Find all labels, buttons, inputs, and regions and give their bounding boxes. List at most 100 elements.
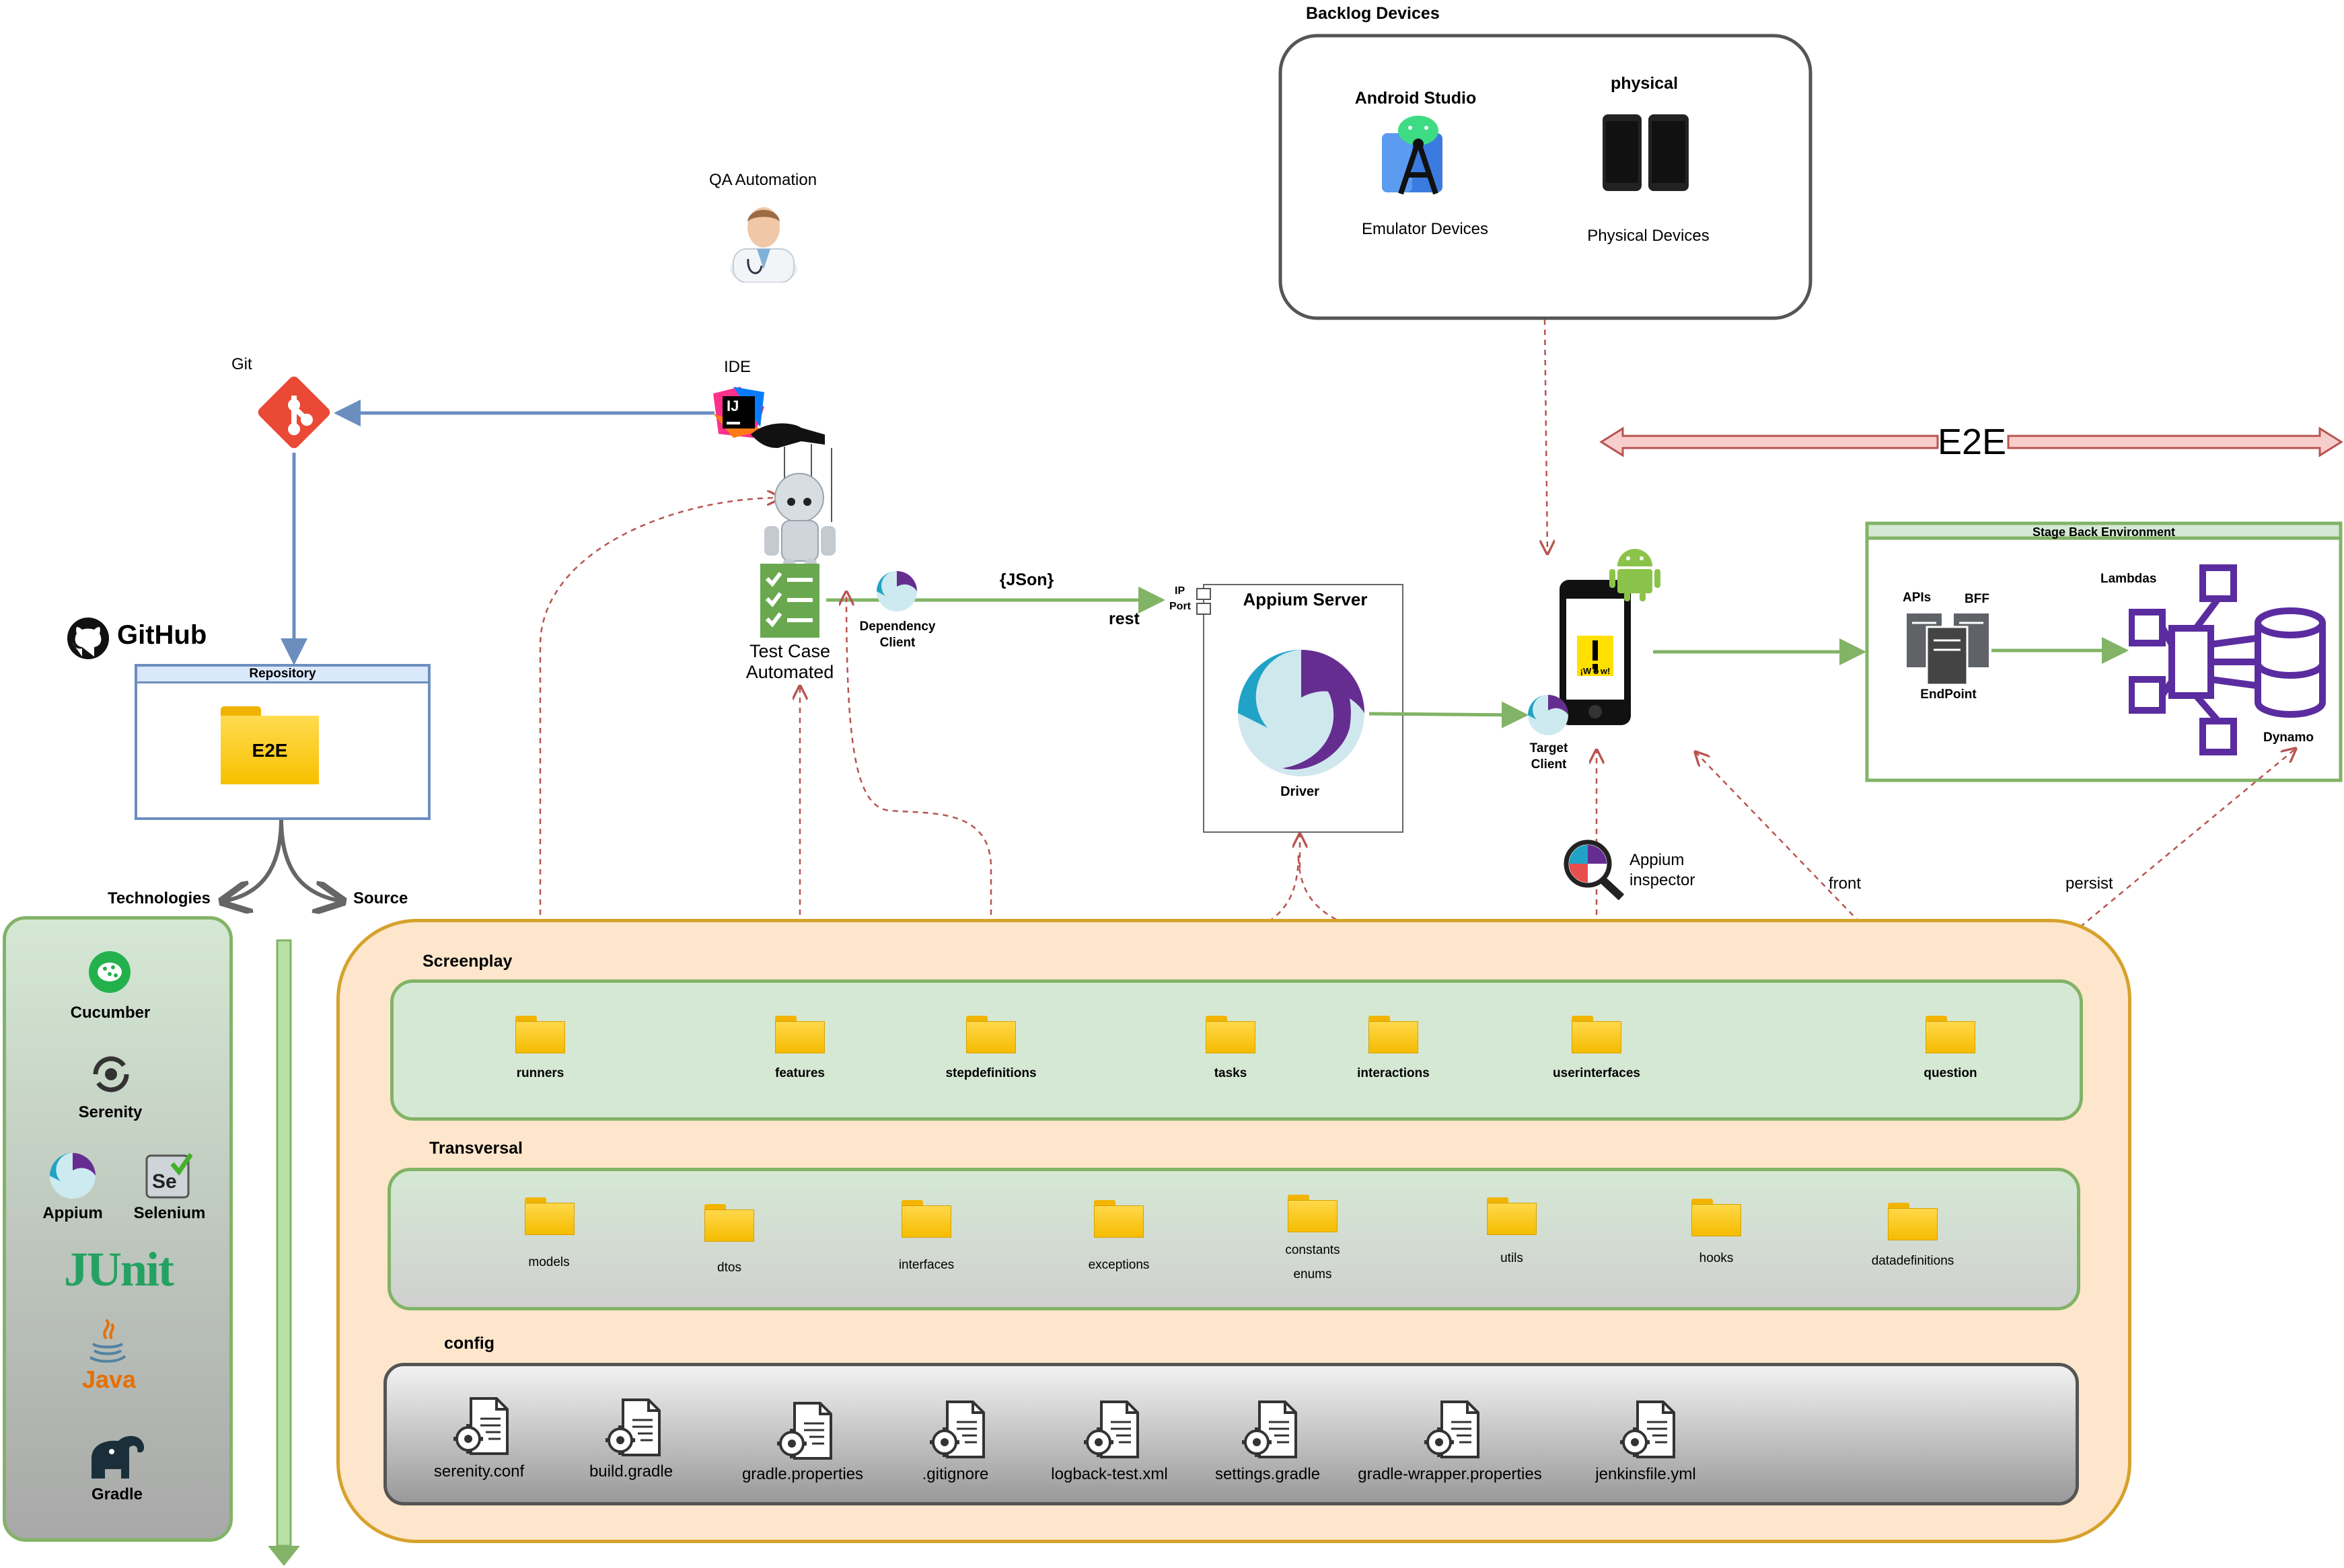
- backlog-devices-title: Backlog Devices: [1306, 4, 1440, 23]
- technology-appium: Appium: [42, 1204, 103, 1222]
- json-label: {JSon}: [999, 570, 1054, 589]
- endpoint-label: EndPoint: [1920, 687, 1977, 702]
- folder-features[interactable]: [775, 1016, 825, 1053]
- repository-title: Repository: [137, 667, 428, 683]
- cucumber-icon: [87, 950, 132, 994]
- config-file-icon[interactable]: [927, 1399, 988, 1460]
- git-label: Git: [231, 355, 252, 373]
- java-icon: [86, 1318, 129, 1363]
- folder-hooks-label: hooks: [1699, 1251, 1734, 1265]
- config-title: config: [444, 1334, 495, 1353]
- ide-label: IDE: [723, 358, 752, 376]
- bff-label: BFF: [1965, 592, 1989, 606]
- dependency-client-icon: [875, 569, 919, 613]
- config-file-icon[interactable]: [451, 1396, 511, 1456]
- appium-server-title: Appium Server: [1243, 589, 1368, 609]
- folder-userinterfaces-label: userinterfaces: [1553, 1066, 1640, 1080]
- folder-question[interactable]: [1926, 1016, 1975, 1053]
- folder-tasks[interactable]: [1206, 1016, 1255, 1053]
- config-file-icon[interactable]: [603, 1397, 663, 1458]
- folder-runners[interactable]: [515, 1016, 565, 1053]
- android-studio-icon: [1381, 114, 1456, 196]
- target-client-icon: [1526, 693, 1570, 737]
- puppet-robot-icon: [737, 414, 852, 589]
- folder-dtos-label: dtos: [717, 1261, 741, 1275]
- config-file-icon[interactable]: [1081, 1399, 1142, 1460]
- repository-folder[interactable]: E2E: [221, 706, 319, 784]
- github-label: GitHub: [117, 620, 207, 650]
- config-file-icon[interactable]: [774, 1401, 835, 1461]
- technologies-label: Technologies: [108, 889, 211, 907]
- appium-driver-icon: [1235, 647, 1367, 779]
- technology-serenity: Serenity: [78, 1103, 143, 1121]
- github-icon: [66, 616, 110, 661]
- folder-exceptions[interactable]: [1094, 1200, 1144, 1238]
- folder-runners-label: runners: [516, 1066, 564, 1080]
- gradle-icon: [85, 1431, 149, 1480]
- endpoint-servers-icon: [1907, 613, 1990, 686]
- technology-gradle: Gradle: [91, 1485, 143, 1503]
- folder-utils[interactable]: [1487, 1197, 1537, 1235]
- folder-tasks-label: tasks: [1214, 1066, 1247, 1080]
- technology-java: Java: [81, 1366, 137, 1393]
- physical-label: physical: [1610, 74, 1679, 93]
- repository-folder-label: E2E: [252, 740, 288, 761]
- folder-stepdefinitions-label: stepdefinitions: [945, 1066, 1037, 1080]
- config-file-label: jenkinsfile.yml: [1595, 1465, 1696, 1483]
- e2e-label: E2E: [1938, 422, 2007, 462]
- persist-label: persist: [2065, 874, 2113, 893]
- stage-environment-title: Stage Back Environment: [2032, 525, 2176, 539]
- transversal-title: Transversal: [429, 1139, 523, 1158]
- folder-interactions[interactable]: [1368, 1016, 1418, 1053]
- config-file-label: logback-test.xml: [1051, 1465, 1168, 1483]
- config-file-label: serenity.conf: [433, 1462, 525, 1481]
- config-panel: [383, 1363, 2079, 1505]
- ip-port-connector: [1196, 588, 1211, 600]
- folder-interfaces[interactable]: [902, 1200, 951, 1238]
- technology-selenium: Selenium: [133, 1204, 206, 1222]
- folder-enums-label: enums: [1293, 1267, 1332, 1281]
- config-file-icon[interactable]: [1422, 1399, 1482, 1460]
- config-file-icon[interactable]: [1239, 1399, 1300, 1460]
- android-studio-label: Android Studio: [1354, 89, 1477, 108]
- folder-userinterfaces[interactable]: [1572, 1016, 1621, 1053]
- folder-datadefinitions[interactable]: [1888, 1203, 1938, 1240]
- physical-devices-label: Physical Devices: [1587, 227, 1710, 245]
- port-connector: [1196, 603, 1211, 615]
- config-file-label: settings.gradle: [1214, 1465, 1321, 1483]
- config-file-label: gradle.properties: [741, 1465, 864, 1483]
- folder-stepdefinitions[interactable]: [966, 1016, 1016, 1053]
- selenium-icon: Se: [145, 1152, 193, 1199]
- ip-label: IP: [1175, 585, 1185, 597]
- apis-label: APIs: [1903, 591, 1932, 605]
- folder-models[interactable]: [525, 1197, 575, 1235]
- transversal-panel: [388, 1168, 2080, 1310]
- config-file-label: .gitignore: [922, 1465, 989, 1483]
- doctor-icon: [727, 195, 801, 285]
- lambdas-dynamo-icon: [2128, 564, 2328, 760]
- config-file-icon[interactable]: [1617, 1399, 1678, 1460]
- git-icon: [256, 374, 332, 451]
- folder-exceptions-label: exceptions: [1088, 1258, 1150, 1272]
- front-label: front: [1829, 874, 1862, 893]
- folder-models-label: models: [528, 1255, 570, 1269]
- technology-junit: JUnit: [63, 1242, 174, 1296]
- folder-hooks[interactable]: [1691, 1199, 1741, 1236]
- selenium-mark: Se: [152, 1170, 177, 1193]
- folder-dtos[interactable]: [704, 1204, 754, 1242]
- lambdas-label: Lambdas: [2100, 572, 2157, 586]
- folder-interactions-label: interactions: [1357, 1066, 1430, 1080]
- dynamo-label: Dynamo: [2263, 731, 2314, 745]
- rest-label: rest: [1109, 609, 1140, 628]
- android-icon: [1608, 544, 1662, 601]
- technologies-panel: [3, 916, 233, 1542]
- port-label: Port: [1169, 601, 1191, 612]
- folder-constants-enums[interactable]: [1288, 1195, 1338, 1232]
- source-label: Source: [353, 889, 408, 907]
- config-file-label: gradle-wrapper.properties: [1358, 1465, 1542, 1483]
- target-phone-icon: ¡W☻w!: [1558, 578, 1632, 726]
